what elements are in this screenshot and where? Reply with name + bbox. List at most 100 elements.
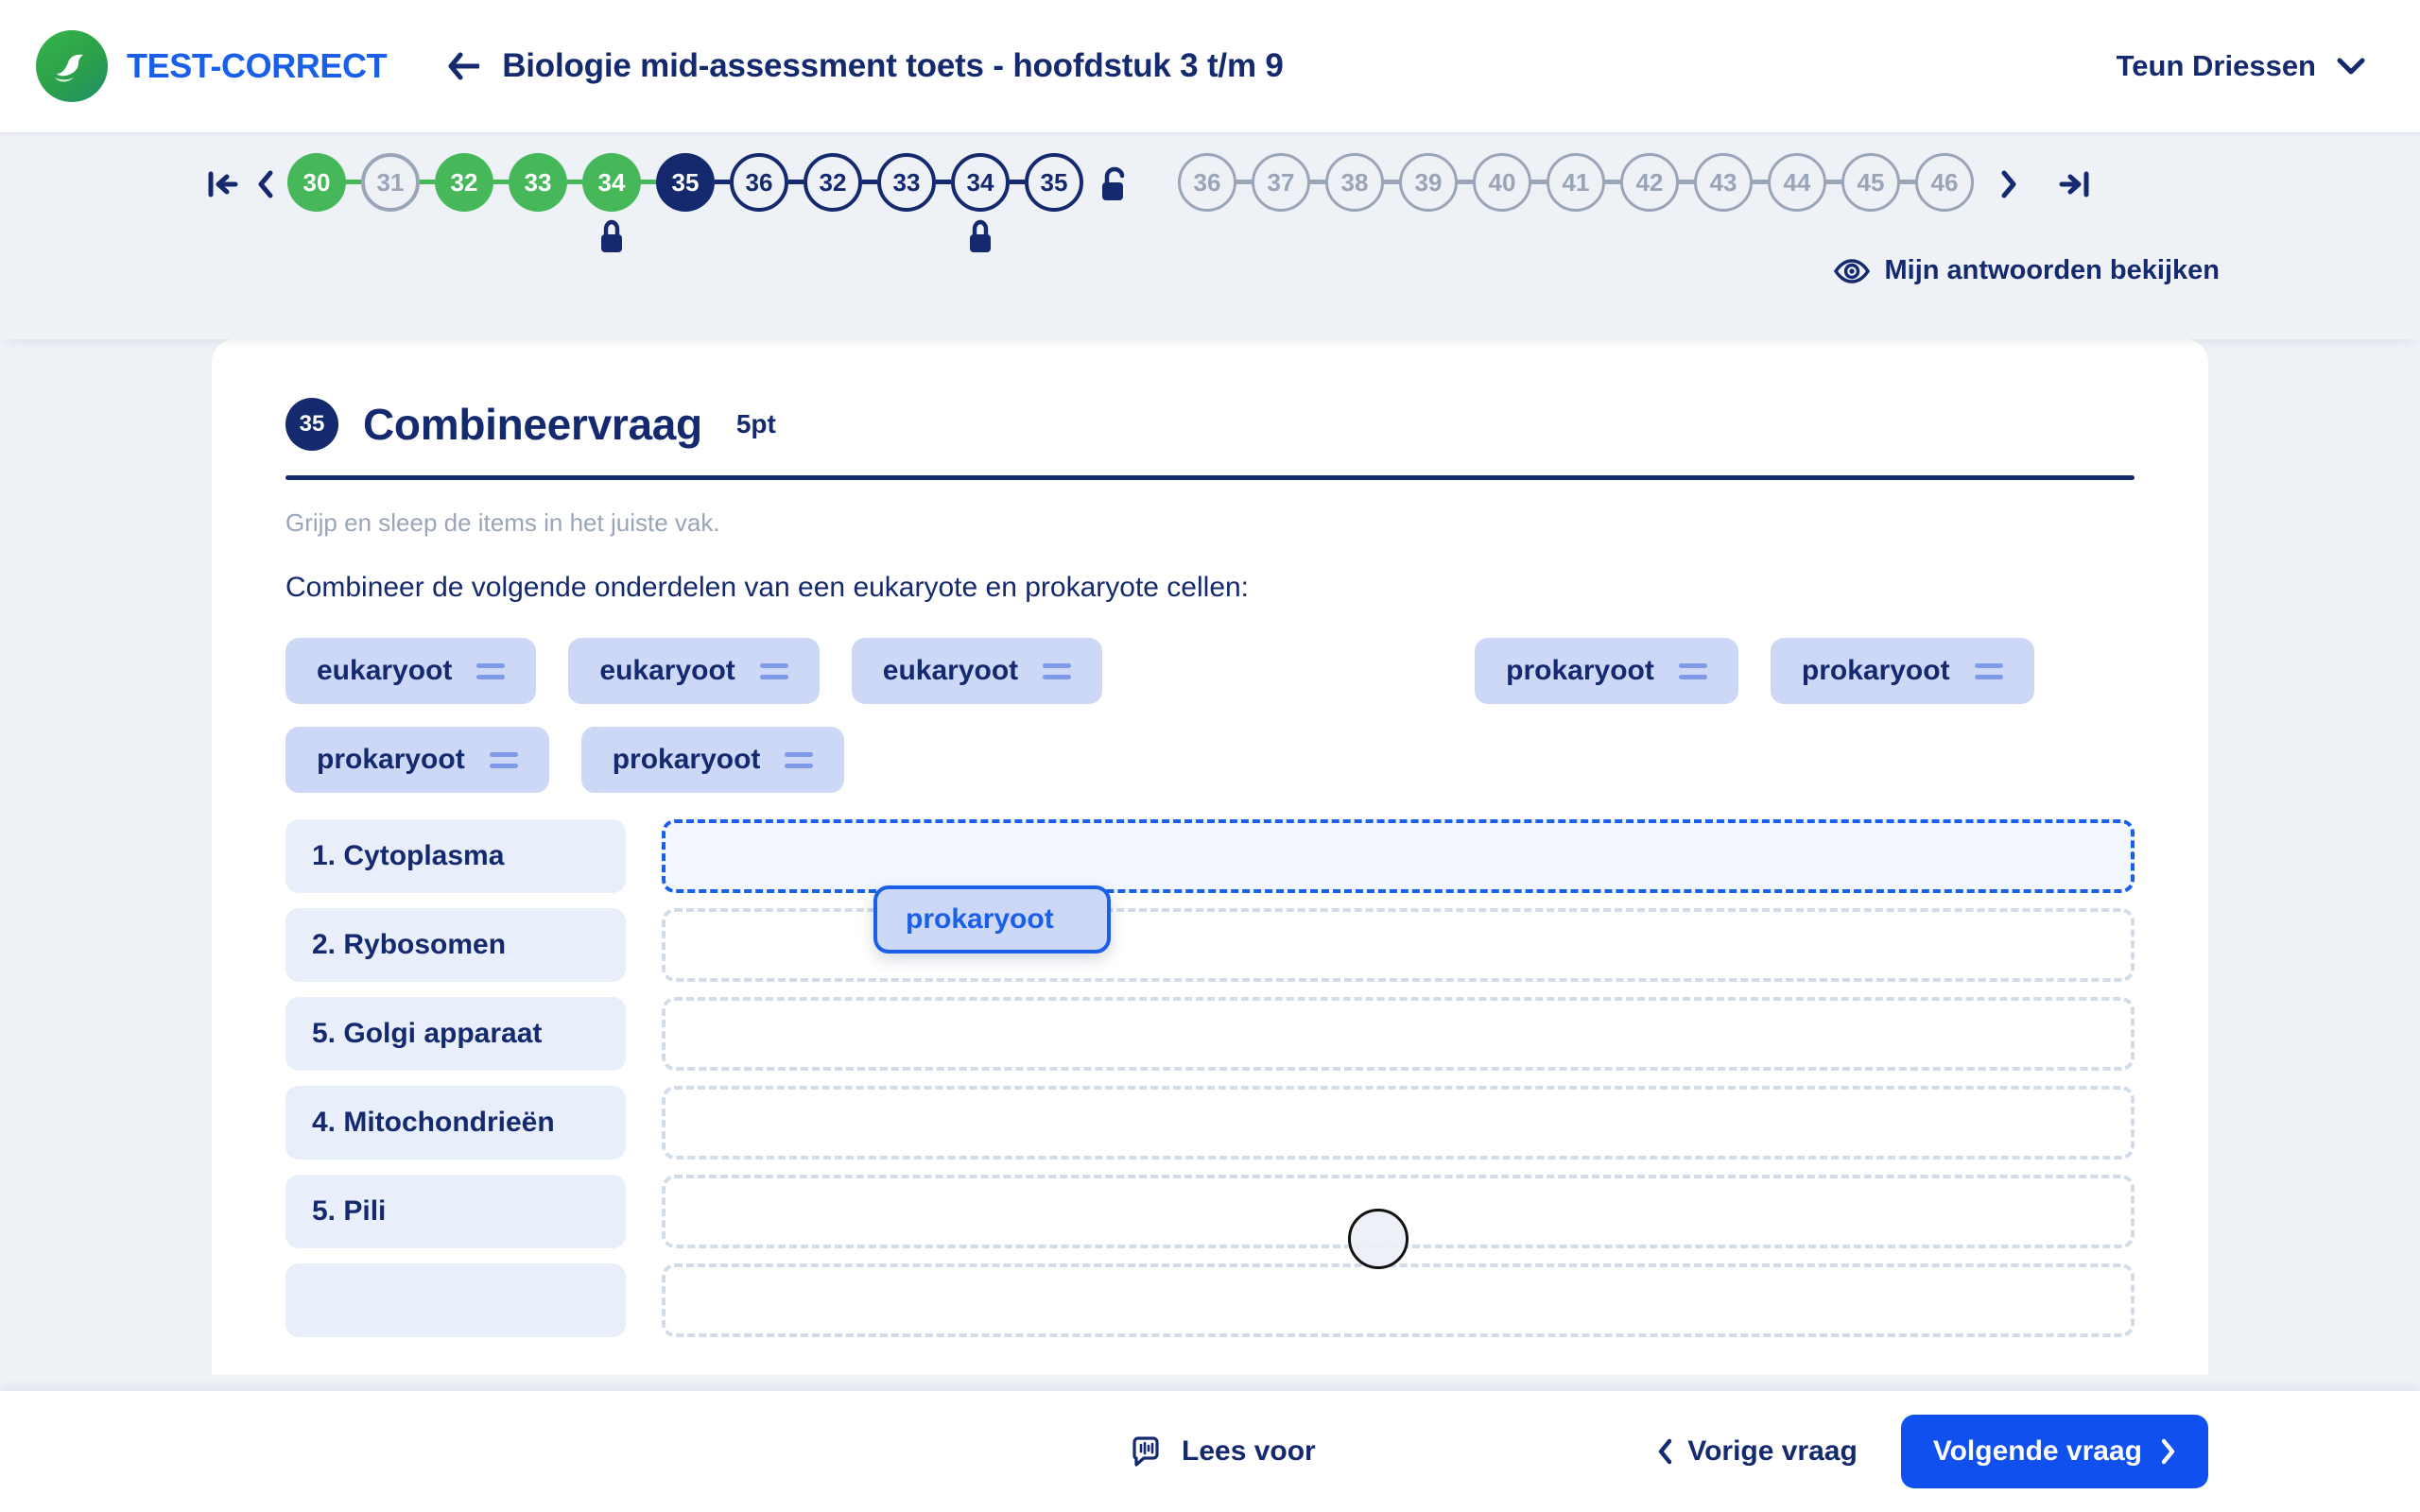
- nav-pill-cell: 30: [287, 153, 346, 212]
- nav-pill-cell: 33: [509, 153, 567, 212]
- view-my-answers-label: Mijn antwoorden bekijken: [1884, 255, 2221, 285]
- nav-connector: [1531, 180, 1547, 184]
- nav-pill-41[interactable]: 41: [1547, 153, 1605, 212]
- content-scroll-area[interactable]: 35 Combineervraag 5pt Grijp en sleep de …: [0, 339, 2420, 1391]
- draggable-chip[interactable]: prokaryoot: [1770, 638, 2034, 704]
- brand-name: TEST-CORRECT: [127, 46, 388, 85]
- match-row: [285, 1263, 2135, 1337]
- nav-pill-cell: 42: [1620, 153, 1679, 212]
- nav-pill-34[interactable]: 34: [582, 153, 641, 212]
- user-menu[interactable]: Teun Driessen: [2117, 49, 2365, 83]
- chip-label: prokaryoot: [612, 744, 761, 775]
- question-type: Combineervraag: [363, 400, 702, 449]
- nav-pill-36[interactable]: 36: [1178, 153, 1236, 212]
- dropzone-active[interactable]: [662, 819, 2135, 893]
- nav-pill-43[interactable]: 43: [1694, 153, 1753, 212]
- previous-question-button[interactable]: Vorige vraag: [1657, 1435, 1858, 1468]
- chip-row-2: prokaryoot prokaryoot: [285, 725, 2135, 795]
- nav-pill-32[interactable]: 32: [435, 153, 493, 212]
- drag-handle-icon[interactable]: [785, 751, 814, 768]
- drag-handle-icon[interactable]: [489, 751, 518, 768]
- nav-pill-35[interactable]: 35: [1025, 153, 1083, 212]
- nav-pill-39[interactable]: 39: [1399, 153, 1458, 212]
- nav-pill-45[interactable]: 45: [1841, 153, 1900, 212]
- dropzone[interactable]: [662, 1175, 2135, 1248]
- draggable-chip[interactable]: eukaryoot: [851, 638, 1103, 704]
- header-divider: [285, 475, 2135, 480]
- chevron-right-icon: [2159, 1438, 2176, 1465]
- nav-pill-46[interactable]: 46: [1915, 153, 1974, 212]
- brand[interactable]: TEST-CORRECT: [36, 30, 388, 102]
- nav-pill-42[interactable]: 42: [1620, 153, 1679, 212]
- drag-handle-icon[interactable]: [1974, 662, 2003, 679]
- view-my-answers-link[interactable]: Mijn antwoorden bekijken: [1833, 255, 2221, 286]
- review-answers-row: Mijn antwoorden bekijken: [0, 255, 2420, 286]
- nav-connector: [862, 180, 877, 184]
- nav-connector: [420, 180, 435, 184]
- chevron-left-icon: [1657, 1438, 1674, 1465]
- chevron-down-icon[interactable]: [2337, 57, 2365, 76]
- nav-connector: [936, 180, 951, 184]
- nav-connector: [715, 180, 730, 184]
- draggable-chip[interactable]: prokaryoot: [285, 727, 549, 793]
- nav-pill-33[interactable]: 33: [509, 153, 567, 212]
- nav-pill-34[interactable]: 34: [951, 153, 1010, 212]
- chip-row-1: eukaryoot eukaryoot eukaryoot prokaryoot pro…: [285, 636, 2135, 706]
- draggable-chip[interactable]: eukaryoot: [568, 638, 820, 704]
- nav-pill-35-current[interactable]: 35: [656, 153, 715, 212]
- match-row-label: 5. Golgi apparaat: [285, 997, 626, 1071]
- chip-label: eukaryoot: [317, 655, 453, 686]
- match-row-label: 2. Rybosomen: [285, 908, 626, 982]
- nav-pill-cell: 45: [1841, 153, 1900, 212]
- match-row: 5. Pili: [285, 1175, 2135, 1248]
- question-prompt: Combineer de volgende onderdelen van een…: [285, 572, 1250, 603]
- dropzone[interactable]: [662, 1086, 2135, 1160]
- user-name: Teun Driessen: [2116, 49, 2316, 82]
- nav-pill-30[interactable]: 30: [287, 153, 346, 212]
- read-aloud-button[interactable]: Lees voor: [1131, 1435, 1316, 1468]
- chevron-left-icon[interactable]: [244, 153, 287, 215]
- dropzone[interactable]: [662, 1263, 2135, 1337]
- unlock-icon[interactable]: [1098, 166, 1129, 204]
- skip-to-end-icon[interactable]: [2053, 153, 2097, 215]
- chip-label: eukaryoot: [599, 655, 735, 686]
- nav-pill-cell: 36: [1178, 153, 1236, 212]
- nav-pill-cell: 43: [1694, 153, 1753, 212]
- match-row-label: 4. Mitochondrieën: [285, 1086, 626, 1160]
- drag-handle-icon[interactable]: [759, 662, 788, 679]
- nav-pill-33[interactable]: 33: [877, 153, 936, 212]
- nav-connector: [788, 180, 804, 184]
- nav-pill-37[interactable]: 37: [1252, 153, 1310, 212]
- nav-pill-38[interactable]: 38: [1325, 153, 1384, 212]
- nav-connector: [1010, 180, 1025, 184]
- app-footer: Lees voor Vorige vraag Volgende vraag: [0, 1391, 2420, 1512]
- app-header: TEST-CORRECT Biologie mid-assessment toe…: [0, 0, 2420, 132]
- nav-pill-40[interactable]: 40: [1473, 153, 1531, 212]
- draggable-chip[interactable]: eukaryoot: [285, 638, 537, 704]
- match-row-label: [285, 1263, 626, 1337]
- nav-pill-36[interactable]: 36: [730, 153, 788, 212]
- dropzone[interactable]: [662, 908, 2135, 982]
- nav-pill-31[interactable]: 31: [361, 153, 420, 212]
- page-title: Biologie mid-assessment toets - hoofdstu…: [502, 47, 1284, 84]
- chevron-right-icon[interactable]: [1987, 153, 2031, 215]
- drag-handle-icon[interactable]: [1043, 662, 1072, 679]
- chip-label: prokaryoot: [317, 744, 465, 775]
- draggable-chip[interactable]: prokaryoot: [1475, 638, 1738, 704]
- nav-pill-cell: 40: [1473, 153, 1531, 212]
- dropzone[interactable]: [662, 997, 2135, 1071]
- read-aloud-label: Lees voor: [1182, 1435, 1316, 1467]
- drag-handle-icon[interactable]: [476, 662, 506, 679]
- chip-label: prokaryoot: [1506, 655, 1654, 686]
- draggable-chip[interactable]: prokaryoot: [580, 727, 845, 793]
- drag-handle-icon[interactable]: [1678, 662, 1707, 679]
- nav-pill-cell: 39: [1399, 153, 1458, 212]
- arrow-left-icon[interactable]: [447, 52, 480, 80]
- nav-pill-32[interactable]: 32: [804, 153, 862, 212]
- nav-pill-44[interactable]: 44: [1768, 153, 1826, 212]
- next-question-button[interactable]: Volgende vraag: [1900, 1415, 2208, 1488]
- skip-to-start-icon[interactable]: [200, 153, 244, 215]
